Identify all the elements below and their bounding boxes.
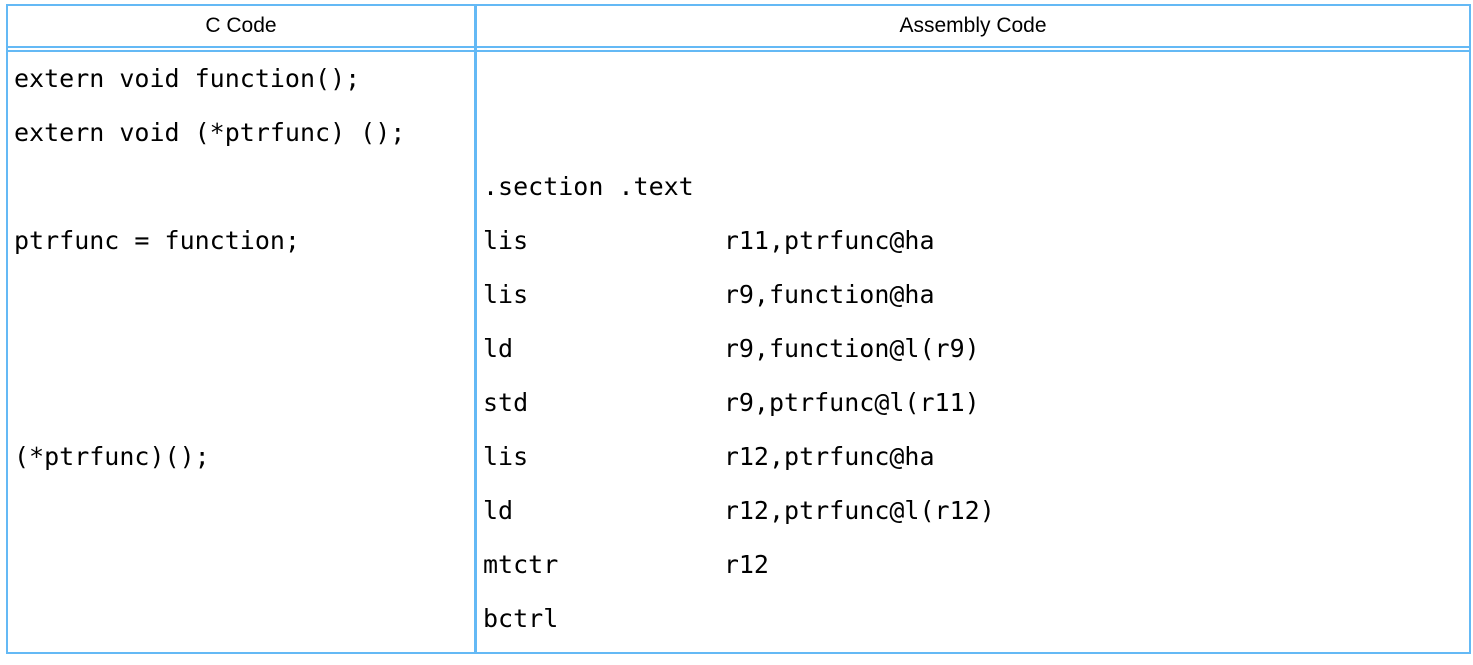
assembly-code-cell: .section .text lis r11,ptrfunc@ha lis r9… [477, 52, 1469, 652]
table-header-row: C Code Assembly Code [8, 6, 1469, 48]
assembly-code-column-header: Assembly Code [899, 14, 1047, 37]
code-comparison-table: C Code Assembly Code extern void functio… [6, 4, 1471, 654]
c-code-cell: extern void function(); extern void (*pt… [8, 52, 477, 652]
c-code-block: extern void function(); extern void (*pt… [14, 64, 406, 471]
header-separator [8, 48, 1469, 50]
c-code-column-header: C Code [8, 6, 477, 46]
header-separator-left-segment [8, 48, 477, 50]
assembly-code-block: .section .text lis r11,ptrfunc@ha lis r9… [483, 172, 995, 633]
table-body-row: extern void function(); extern void (*pt… [8, 50, 1469, 652]
